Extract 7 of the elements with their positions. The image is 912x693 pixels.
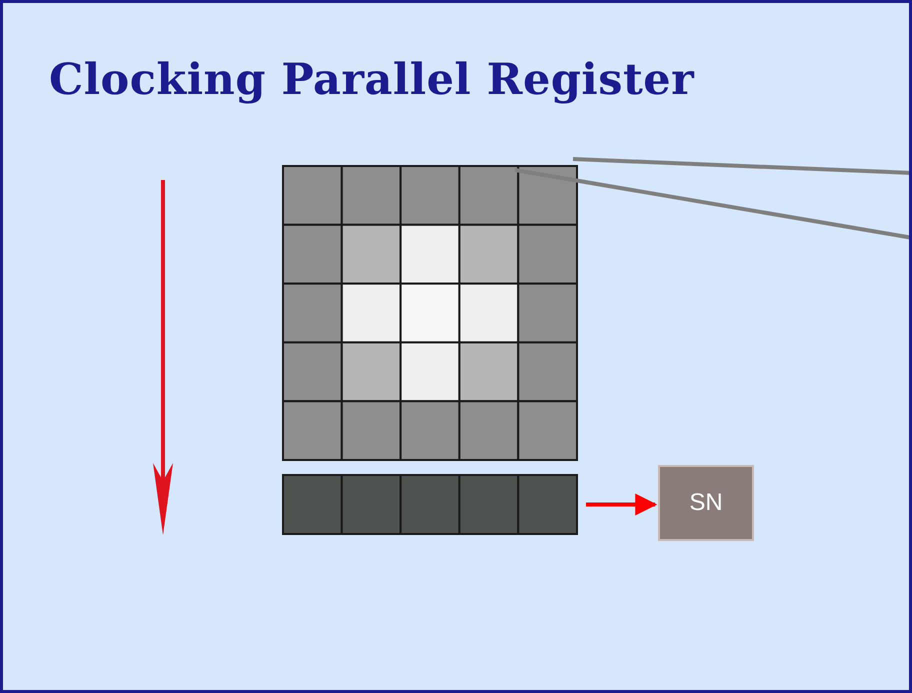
leader-line: [514, 168, 909, 240]
output-box: SN: [658, 465, 754, 541]
arrow: [586, 494, 658, 516]
serial-register-drawing: [282, 474, 578, 535]
pixel-array-drawing: [282, 165, 578, 461]
leader-line: [572, 157, 909, 175]
title: Clocking Parallel Register: [49, 55, 694, 105]
